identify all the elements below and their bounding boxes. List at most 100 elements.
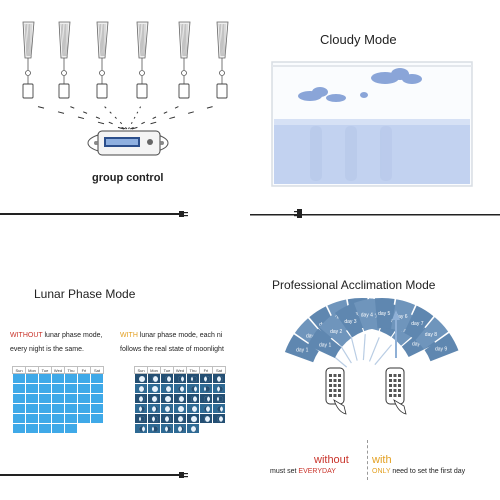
calendar-cell — [51, 403, 65, 414]
calendar-cell — [38, 373, 52, 384]
calendar-cell — [199, 393, 213, 404]
calendar-cell — [77, 413, 91, 424]
calendar-cell — [12, 393, 26, 404]
with-text-line1: WITH lunar phase mode, each ni — [120, 332, 222, 339]
calendar-row — [134, 393, 226, 404]
moon-icon — [178, 396, 184, 402]
calendar-day-header: Fri — [199, 366, 213, 374]
moon-icon — [217, 406, 223, 412]
calendar-cell — [90, 373, 104, 384]
calendar-cell — [12, 423, 26, 434]
calendar-cell — [147, 423, 161, 434]
calendar-cell — [25, 413, 39, 424]
moon-icon — [191, 396, 197, 402]
moon-icon — [139, 376, 145, 382]
calendar-cell — [90, 413, 104, 424]
moon-icon — [152, 396, 158, 402]
aquarium-illustration — [250, 61, 500, 218]
moon-icon — [217, 416, 223, 422]
calendar-cell — [147, 383, 161, 394]
group-control-illustration — [22, 21, 229, 156]
lunar-phase-panel: Lunar Phase Mode WITHOUT lunar phase mod… — [0, 250, 250, 500]
moon-icon — [204, 416, 210, 422]
calendar-cell — [186, 413, 200, 424]
calendar-row — [134, 413, 226, 424]
calendar-day-header: Sat — [90, 366, 104, 374]
lamp-icon — [22, 21, 35, 99]
calendar-row — [12, 383, 104, 394]
calendar-cell — [25, 423, 39, 434]
day-segment — [391, 299, 416, 333]
calendar-day-header: Fri — [77, 366, 91, 374]
moon-icon — [178, 426, 184, 432]
moon-icon — [178, 376, 184, 382]
calendar-cell — [25, 373, 39, 384]
day-segment — [415, 317, 449, 350]
calendar-cell — [77, 423, 91, 434]
calendar-cell — [173, 383, 187, 394]
cloud-icon — [298, 68, 422, 102]
day-segment — [307, 328, 342, 359]
calendar-day-header: Tue — [160, 366, 174, 374]
moon-icon — [191, 416, 197, 422]
calendar-cell — [25, 403, 39, 414]
lamp-fixtures — [22, 21, 229, 99]
calendar-row — [12, 403, 104, 414]
moon-icon — [139, 406, 145, 412]
calendar-cell — [212, 373, 226, 384]
power-cord — [0, 213, 180, 215]
calendar-cell — [38, 393, 52, 404]
calendar-day-header: Thu — [186, 366, 200, 374]
cloudy-mode-panel: Cloudy Mode — [250, 0, 500, 250]
calendar-day-header: Mon — [147, 366, 161, 374]
calendar-cell — [134, 413, 148, 424]
calendar-cell — [160, 423, 174, 434]
day-label: day 8 — [425, 332, 437, 338]
calendar-row — [134, 423, 226, 434]
controller-icon — [87, 130, 169, 156]
remote-icon — [325, 367, 347, 415]
day-label: day 5 — [378, 311, 390, 317]
plug-icon — [179, 472, 188, 478]
calendar-cell — [38, 423, 52, 434]
calendar-cell — [64, 383, 78, 394]
acclimation-title: Professional Acclimation Mode — [272, 278, 436, 292]
day-segment — [284, 334, 319, 363]
without-note-text: must set — [270, 468, 299, 475]
without-keyword: WITHOUT — [10, 332, 43, 339]
moon-icon — [165, 406, 171, 412]
day-segment — [353, 298, 377, 332]
calendar-cell — [51, 413, 65, 424]
calendar-cell — [90, 403, 104, 414]
day-segment — [334, 303, 364, 338]
day-label: day 1 — [296, 348, 308, 354]
calendar-cell — [51, 373, 65, 384]
without-label: without — [314, 454, 349, 466]
plug-icon — [179, 211, 188, 217]
moon-icon — [191, 376, 197, 382]
day-label: day 9 — [435, 346, 447, 352]
without-text-line2: every night is the same. — [10, 346, 84, 353]
calendar-cell — [12, 383, 26, 394]
calendar-cell — [147, 373, 161, 384]
without-note: must set EVERYDAY — [270, 468, 336, 475]
lamp-icon — [58, 21, 71, 99]
calendar-cell — [173, 413, 187, 424]
moon-icon — [152, 406, 158, 412]
moon-icon — [204, 396, 210, 402]
day-label: day 6 — [395, 314, 407, 320]
moon-icon — [152, 376, 158, 382]
ray-icon — [374, 344, 393, 366]
moon-icon — [152, 386, 158, 392]
calendar-cell — [212, 383, 226, 394]
calendar-cell — [12, 403, 26, 414]
calendar-cell — [160, 383, 174, 394]
with-keyword: WITH — [120, 332, 138, 339]
calendar-cell — [134, 403, 148, 414]
calendar-day-header: Wed — [173, 366, 187, 374]
day-label: day 4 — [361, 313, 373, 319]
